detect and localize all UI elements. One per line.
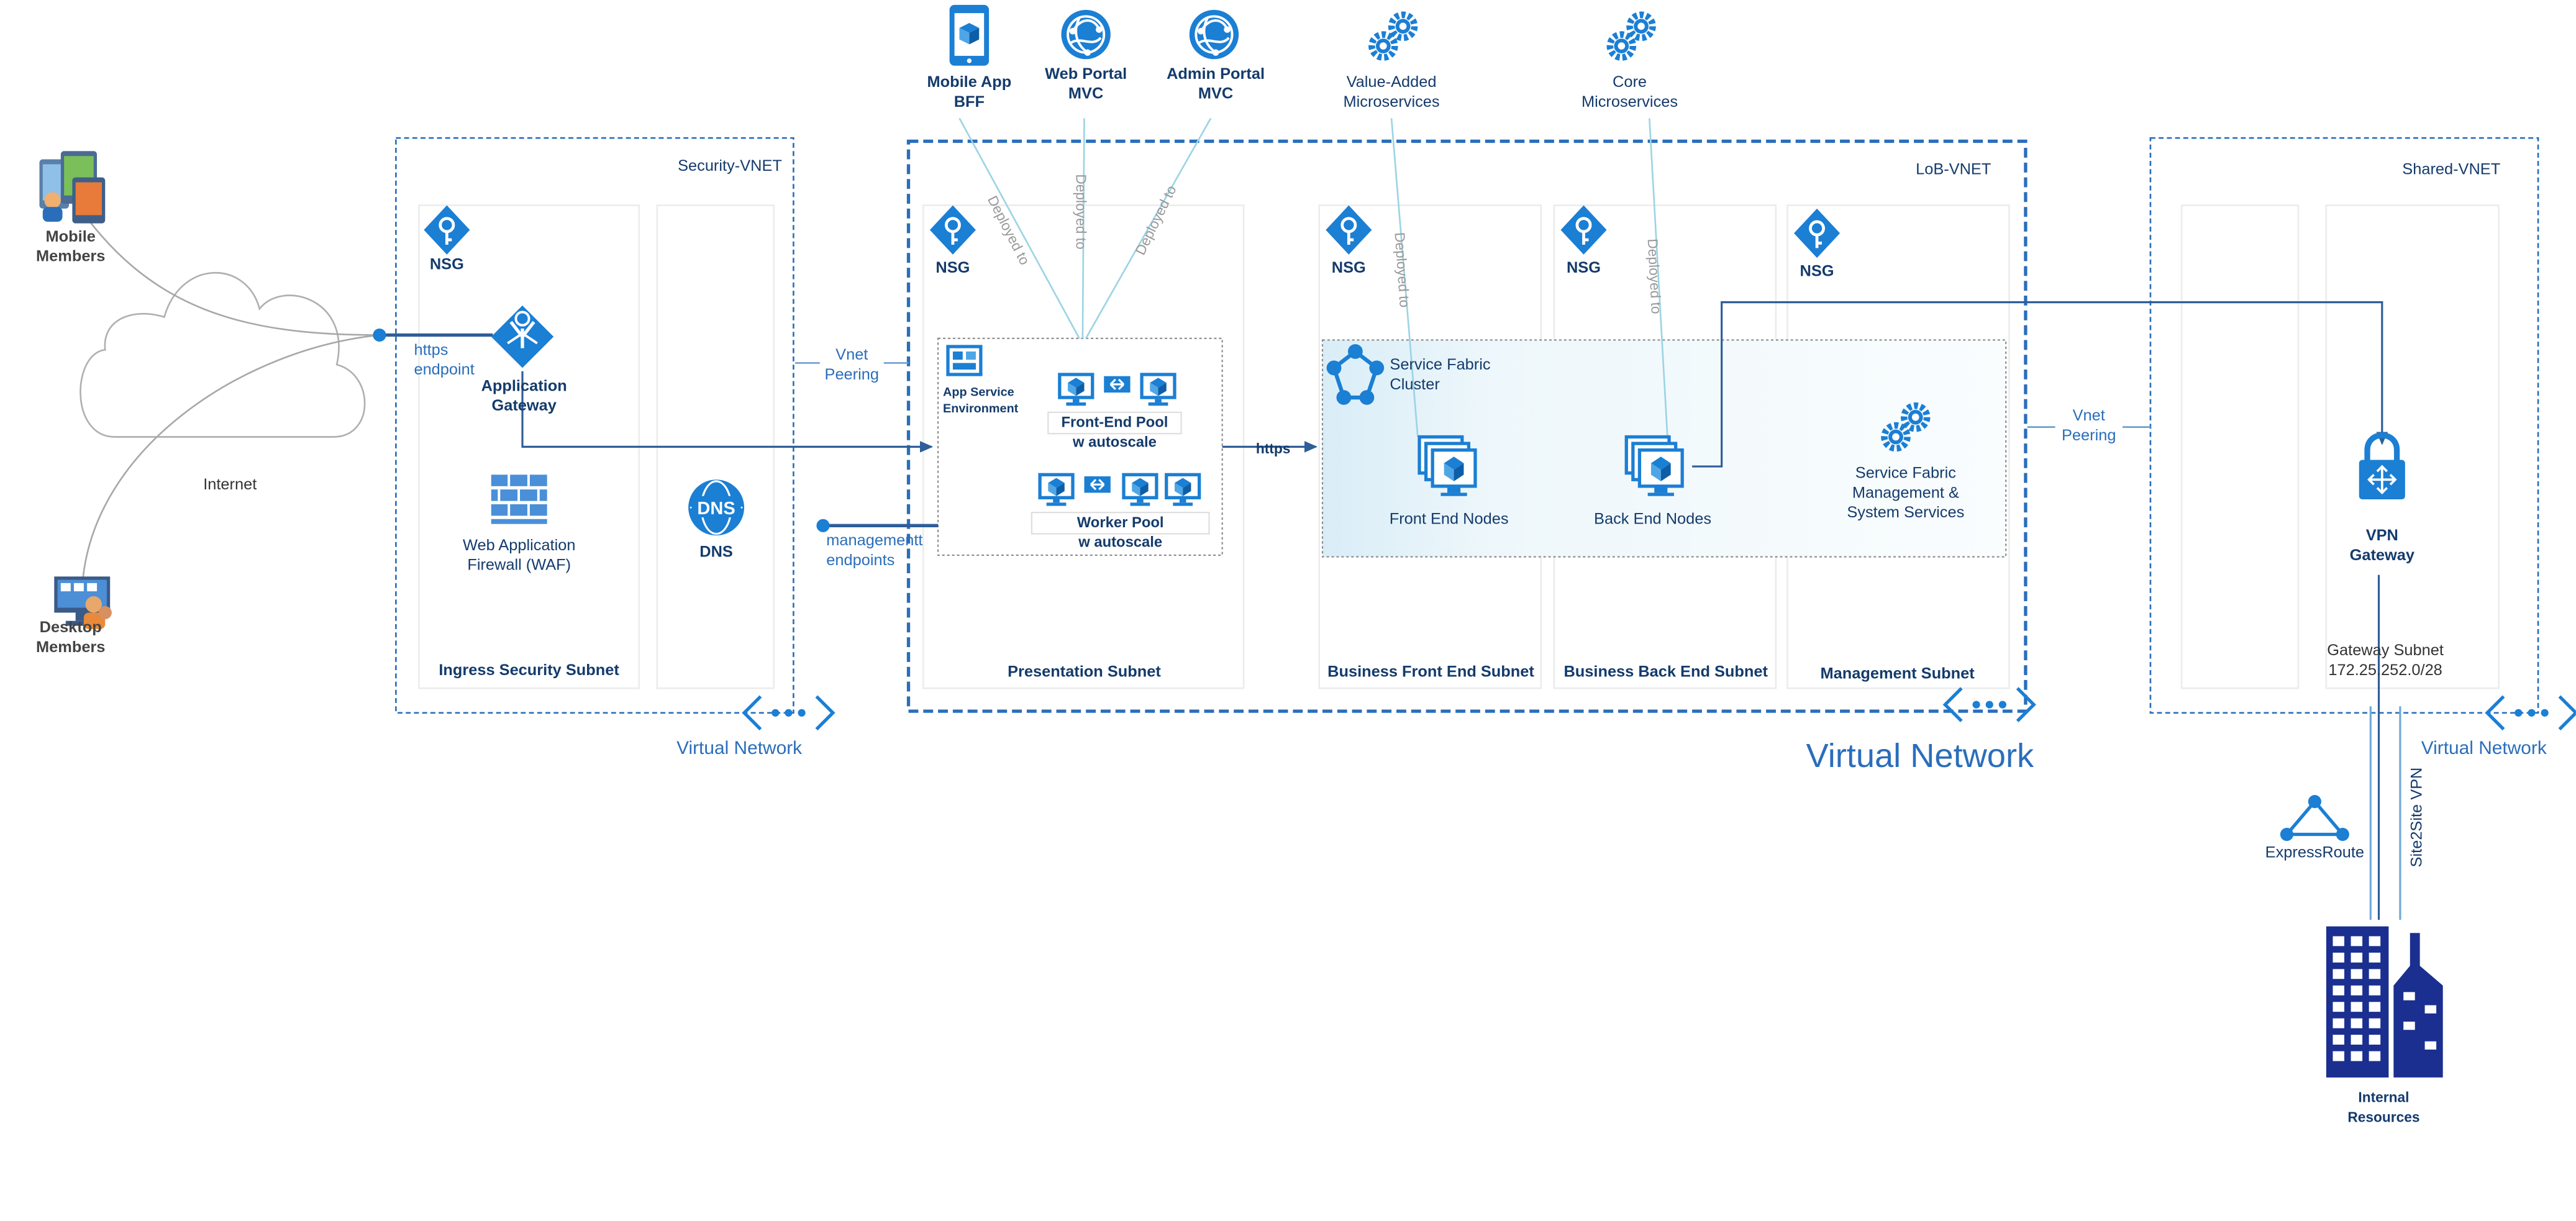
site2site-vpn-label: Site2Site VPN <box>2408 767 2427 868</box>
lob-vnet-network-icon <box>1945 688 2034 721</box>
nsg-shield-icon-ingress <box>424 206 470 255</box>
nsg-shield-icon-management <box>1794 209 1840 258</box>
deployed-to-label-web: Deployed to <box>1072 174 1090 250</box>
worker-pool-vm-icon-3 <box>1165 473 1201 506</box>
nsg-label-business-front: NSG <box>1331 259 1366 278</box>
nsg-shield-icon-business-back <box>1560 206 1606 255</box>
shared-vnet-caption: Virtual Network <box>2421 739 2547 759</box>
shared-left-subnet-box <box>2180 204 2300 689</box>
web-portal-globe-icon <box>1060 8 1112 61</box>
core-label: Core Microservices <box>1581 74 1678 112</box>
expressroute-label: ExpressRoute <box>2265 844 2365 863</box>
gateway-to-ase-line <box>521 371 934 453</box>
worker-pool-label: Worker Pool w autoscale <box>1076 514 1164 550</box>
deployed-line-web <box>1081 118 1085 338</box>
mobile-app-icon <box>949 4 990 66</box>
sf-management-label: Service Fabric Management & System Servi… <box>1847 465 1965 523</box>
business-front-subnet-label: Business Front End Subnet <box>1327 663 1534 682</box>
svg-text:DNS: DNS <box>697 499 735 519</box>
nsg-shield-icon-business-front <box>1326 206 1372 255</box>
worker-pool-vm-icon-2 <box>1122 473 1158 506</box>
nsg-label-ingress: NSG <box>429 256 464 275</box>
service-fabric-cluster-label: Service Fabric Cluster <box>1390 356 1491 394</box>
front-end-nodes-label: Front End Nodes <box>1389 511 1509 529</box>
front-pool-vm-icon-2 <box>1140 373 1176 406</box>
front-pool-label-box <box>1047 411 1182 435</box>
shared-vnet-title: Shared-VNET <box>2402 161 2501 179</box>
ase-label: App Service Environment <box>943 384 1019 416</box>
nsg-label-business-back: NSG <box>1566 259 1601 278</box>
worker-pool-link-icon <box>1083 475 1112 494</box>
gateway-subnet-label: Gateway Subnet 172.25.252.0/28 <box>2327 642 2444 680</box>
mobile-members-label: Mobile Members <box>36 228 106 266</box>
https-endpoint-label: https endpoint <box>414 342 475 379</box>
internet-label: Internet <box>203 476 257 495</box>
shared-vnet-network-icon <box>2487 696 2576 729</box>
mobile-app-label: Mobile App BFF <box>927 74 1012 112</box>
management-endpoint-dot <box>816 519 830 532</box>
admin-portal-label: Admin Portal MVC <box>1167 65 1265 104</box>
web-portal-label: Web Portal MVC <box>1045 65 1127 104</box>
building-windows <box>2333 936 2437 1061</box>
application-gateway-icon <box>491 305 554 368</box>
security-vnet-network-icon <box>744 696 833 729</box>
waf-label: Web Application Firewall (WAF) <box>462 537 576 575</box>
peering-lines <box>795 362 2150 428</box>
vpn-gateway-lock-icon <box>2359 432 2405 499</box>
front-pool-label: Front-End Pool w autoscale <box>1061 414 1168 450</box>
desktop-members-label: Desktop Members <box>36 619 106 657</box>
shared-vnet-boundary <box>2149 137 2539 714</box>
https-label: https <box>1255 440 1291 457</box>
app-service-environment-icon <box>946 345 983 376</box>
value-added-gears-icon <box>1372 15 1414 58</box>
internal-resources-label: Internal Resources <box>2347 1089 2420 1125</box>
lob-vnet-title: LoB-VNET <box>1916 161 1991 179</box>
worker-pool-label-box <box>1031 512 1210 535</box>
ingress-subnet-label: Ingress Security Subnet <box>439 661 619 680</box>
presentation-subnet-label: Presentation Subnet <box>1008 663 1161 682</box>
back-end-nodes-label: Back End Nodes <box>1594 511 1712 529</box>
service-fabric-cluster-icon <box>1326 344 1385 405</box>
deployed-line-core <box>1648 118 1668 437</box>
internet-cloud <box>80 271 366 438</box>
blue-connectors <box>379 301 2401 920</box>
application-gateway-label: Application Gateway <box>481 378 567 416</box>
security-vnet-title: Security-VNET <box>678 157 782 176</box>
management-endpoints-label: managementt endpoints <box>826 532 923 570</box>
vnet-peering-label-right: Vnet Peering <box>2061 407 2116 445</box>
core-gears-icon <box>1610 15 1653 58</box>
worker-pool-vm-icon-1 <box>1038 473 1075 506</box>
management-subnet-label: Management Subnet <box>1820 665 1975 684</box>
desktop-to-gateway-line <box>81 334 380 588</box>
mobile-devices-icon <box>39 151 106 224</box>
desktop-computer-icon <box>54 576 112 629</box>
deployed-to-label-core: Deployed to <box>1644 238 1665 315</box>
expressroute-triangle-icon <box>2280 795 2349 842</box>
dns-label: DNS <box>699 543 733 562</box>
dns-globe-icon: DNS <box>688 479 745 536</box>
front-pool-vm-icon-1 <box>1058 373 1095 406</box>
firewall-brick-icon <box>491 474 547 524</box>
deployed-to-lines <box>958 117 1668 437</box>
nsg-label-presentation: NSG <box>935 259 970 278</box>
deployed-line-admin <box>1085 117 1212 339</box>
nsg-shield-icon-presentation <box>930 206 976 255</box>
security-vnet-caption: Virtual Network <box>676 739 803 759</box>
vnet-peering-label-left: Vnet Peering <box>824 347 879 384</box>
front-pool-link-icon <box>1103 375 1132 394</box>
mobile-to-gateway-line <box>71 196 380 336</box>
nsg-label-management: NSG <box>1800 263 1834 281</box>
lob-vnet-caption: Virtual Network <box>1806 737 2034 776</box>
backend-to-vpn-line <box>1692 301 2388 468</box>
deployed-line-mobile <box>958 117 1080 339</box>
vpn-gateway-label: VPN Gateway <box>2349 527 2415 565</box>
business-back-subnet-label: Business Back End Subnet <box>1563 663 1768 682</box>
https-endpoint-dot <box>373 328 386 342</box>
gateway-subnet-box <box>2325 204 2500 689</box>
deployed-line-value-added <box>1390 118 1419 437</box>
value-added-label: Value-Added Microservices <box>1343 74 1440 112</box>
admin-portal-globe-icon <box>1188 8 1240 61</box>
